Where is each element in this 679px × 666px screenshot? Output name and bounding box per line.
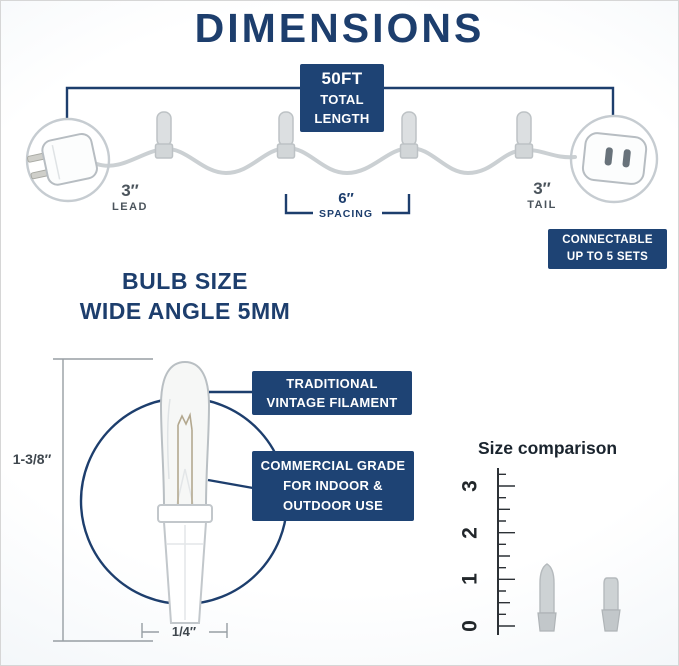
comparison-5mm-bulb-icon (601, 577, 621, 632)
lead-value: 3″ (121, 181, 139, 200)
mini-bulb-icon (514, 111, 534, 159)
grade-callout-line (207, 478, 254, 490)
filament-callout-line-1: TRADITIONAL (286, 375, 378, 391)
mini-bulb-icon (399, 111, 419, 159)
connector-icon (569, 114, 659, 204)
tail-caption: TAIL (527, 198, 557, 211)
bulb-size-line-1: BULB SIZE (122, 268, 248, 294)
bulb-icon (157, 360, 213, 624)
total-length-badge: 50FT TOTAL LENGTH (300, 64, 384, 132)
spacing-bracket (284, 194, 411, 215)
grade-callout: COMMERCIAL GRADE FOR INDOOR & OUTDOOR US… (252, 451, 414, 521)
spacing-caption: SPACING (318, 207, 374, 220)
ruler-label-3: 3 (459, 480, 482, 492)
light-string-cord (95, 145, 577, 176)
plug-icon (25, 117, 111, 203)
total-length-value: 50FT (321, 68, 363, 88)
width-dimension-line (141, 623, 228, 638)
total-length-bracket (65, 86, 615, 119)
tail-label: 3″ TAIL (506, 179, 578, 211)
ruler-label-1: 1 (459, 573, 482, 585)
page-title: DIMENSIONS (194, 5, 485, 51)
connectable-badge: CONNECTABLE UP TO 5 SETS (548, 229, 667, 269)
size-comparison-title: Size comparison (478, 438, 618, 458)
grade-callout-line-3: OUTDOOR USE (282, 498, 384, 514)
ruler: 0 1 2 3 (459, 468, 515, 635)
total-length-word-2: LENGTH (314, 111, 370, 127)
ruler-label-2: 2 (459, 527, 482, 539)
mini-bulb-icon (154, 111, 174, 159)
bulb-size-heading: BULB SIZE WIDE ANGLE 5MM (59, 267, 311, 327)
mini-bulb-icon (276, 111, 296, 159)
lead-label: 3″ LEAD (94, 181, 166, 213)
filament-callout: TRADITIONAL VINTAGE FILAMENT (252, 371, 412, 415)
connectable-line-1: CONNECTABLE (562, 233, 653, 246)
spacing-label: 6″ SPACING (312, 190, 380, 220)
width-dimension-label: 1/4″ (171, 624, 197, 639)
connectable-line-2: UP TO 5 SETS (566, 251, 649, 263)
height-dimension-label: 1-3/8″ (12, 451, 52, 467)
grade-callout-line-2: FOR INDOOR & (283, 477, 383, 493)
filament-callout-line-2: VINTAGE FILAMENT (266, 395, 398, 410)
lead-caption: LEAD (112, 200, 148, 213)
tail-value: 3″ (533, 179, 551, 198)
comparison-mini-bulb-icon (537, 563, 557, 632)
ruler-label-0: 0 (459, 620, 482, 632)
bulb-size-line-2: WIDE ANGLE 5MM (79, 297, 291, 324)
spacing-value: 6″ (338, 190, 354, 207)
grade-callout-line-1: COMMERCIAL GRADE (260, 457, 406, 473)
total-length-word-1: TOTAL (320, 92, 364, 108)
height-dimension-line (53, 358, 153, 642)
